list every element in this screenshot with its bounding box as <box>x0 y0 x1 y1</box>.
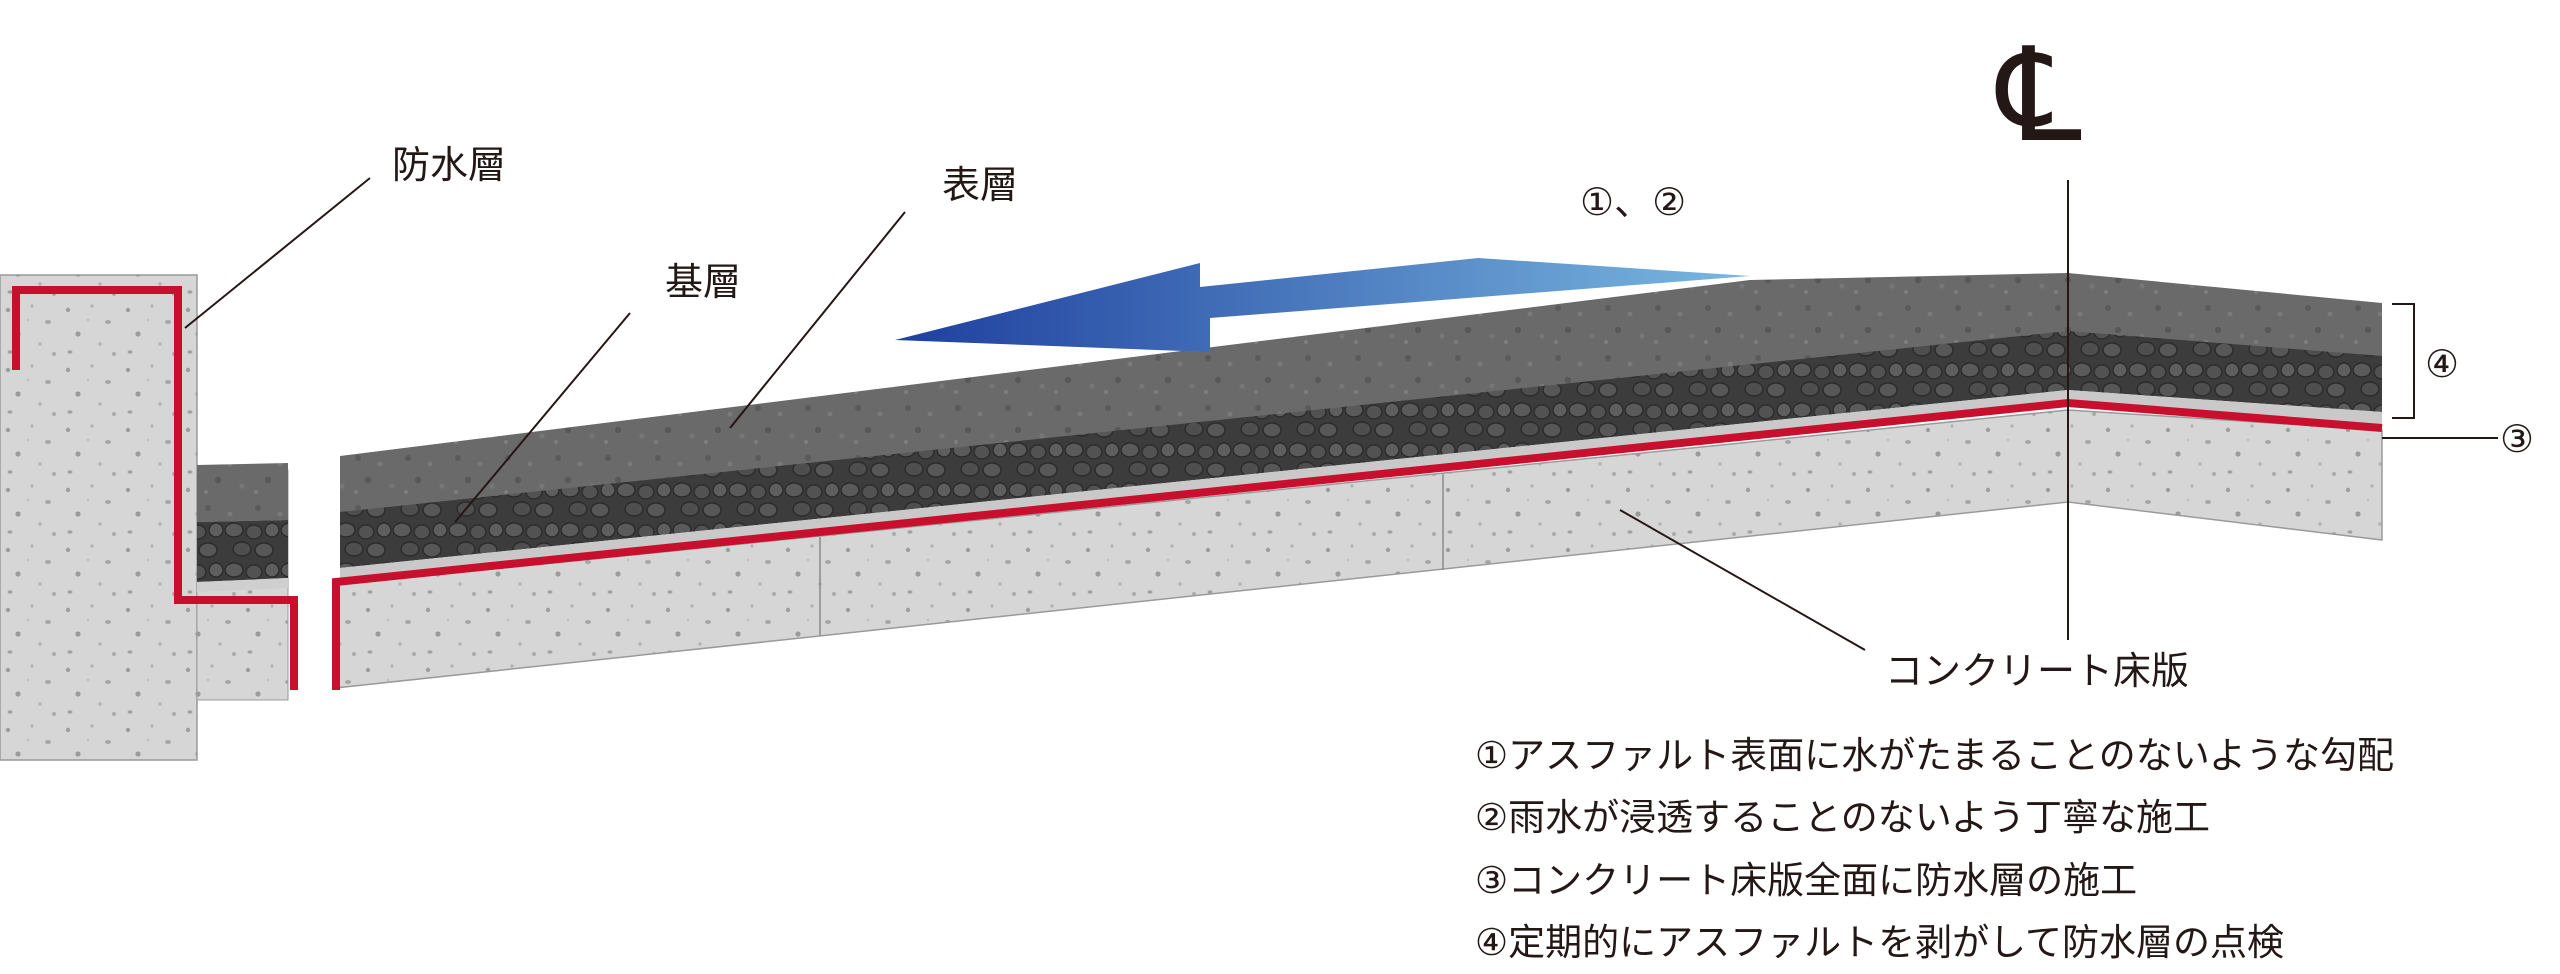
label-marker-3: ③ <box>2500 417 2534 461</box>
waterproof-layer-left <box>12 286 298 690</box>
label-waterproof: 防水層 <box>392 143 506 187</box>
label-base: 基層 <box>665 260 741 304</box>
note-item: ④定期的にアスファルトを剥がして防水層の点検 <box>1475 921 2284 964</box>
label-slab: コンクリート床版 <box>1885 649 2189 693</box>
note-item: ③コンクリート床版全面に防水層の施工 <box>1475 859 2137 902</box>
label-marker-4: ④ <box>2425 342 2459 386</box>
notes-list: ①アスファルト表面に水がたまることのないような勾配 ②雨水が浸透することのないよ… <box>1475 734 2394 964</box>
leader-waterproof <box>184 177 371 329</box>
drainage-arrow <box>895 258 1750 352</box>
surface-layer <box>340 273 2382 512</box>
centerline-symbol: ℄ <box>1995 19 2081 171</box>
label-markers-1-2: ①、② <box>1580 180 1686 224</box>
note-item: ②雨水が浸透することのないよう丁寧な施工 <box>1475 796 2210 839</box>
left-pavement-segment <box>196 463 289 701</box>
leader-slab <box>1619 509 1866 651</box>
waterproof-layer-main <box>332 398 2383 690</box>
leader-surface <box>729 211 906 429</box>
concrete-wall <box>0 274 198 761</box>
label-surface: 表層 <box>942 163 1018 207</box>
base-layer <box>340 330 2382 568</box>
bracket-marker-4 <box>2392 303 2415 419</box>
leader-base <box>454 312 631 523</box>
note-item: ①アスファルト表面に水がたまることのないような勾配 <box>1475 734 2394 777</box>
